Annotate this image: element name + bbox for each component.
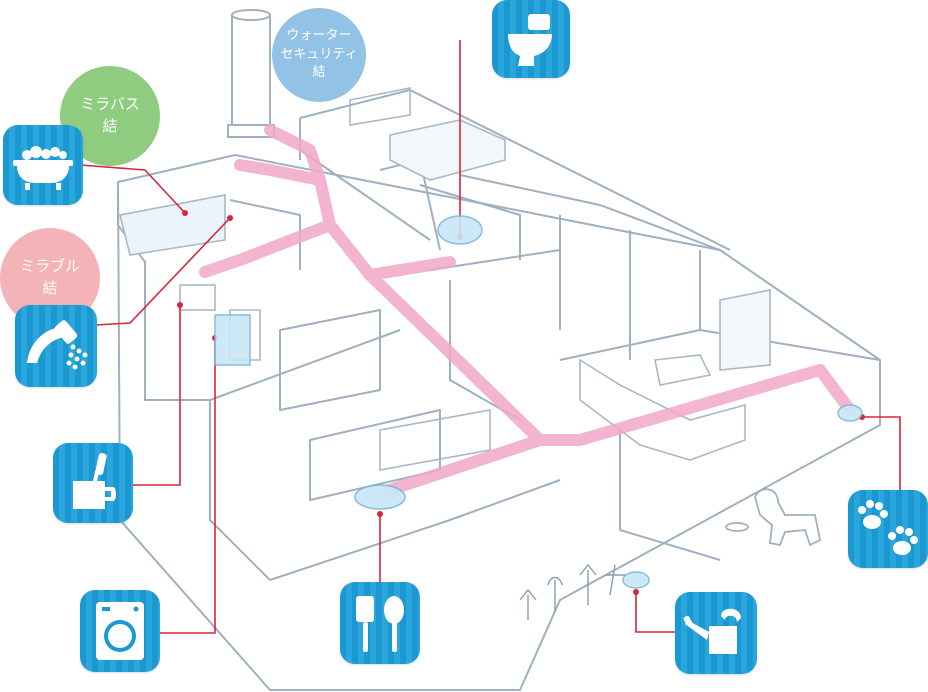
washing-machine-icon[interactable] xyxy=(80,590,160,672)
water-pipe xyxy=(199,124,856,496)
fixture-highlights xyxy=(214,215,863,589)
watering-can-icon[interactable] xyxy=(675,592,757,674)
dog-illustration xyxy=(725,488,822,547)
water-security-label: ウォーター セキュリティ 結 xyxy=(280,27,358,81)
shower-head-icon[interactable] xyxy=(15,305,97,387)
flowers xyxy=(519,563,625,620)
mirable-label: ミラブル 結 xyxy=(19,257,80,297)
bathtub-icon[interactable] xyxy=(3,125,83,205)
mirabath-label: ミラバス 結 xyxy=(80,95,140,135)
water-security-bubble: ウォーター セキュリティ 結 xyxy=(272,8,366,102)
toothbrush-cup-icon[interactable] xyxy=(53,443,133,523)
kitchen-utensils-icon[interactable] xyxy=(340,582,420,664)
paw-prints-icon[interactable] xyxy=(848,490,928,568)
leader-lines xyxy=(79,40,901,634)
furniture xyxy=(119,87,771,471)
water-heater xyxy=(227,9,275,138)
toilet-icon[interactable] xyxy=(492,0,570,78)
